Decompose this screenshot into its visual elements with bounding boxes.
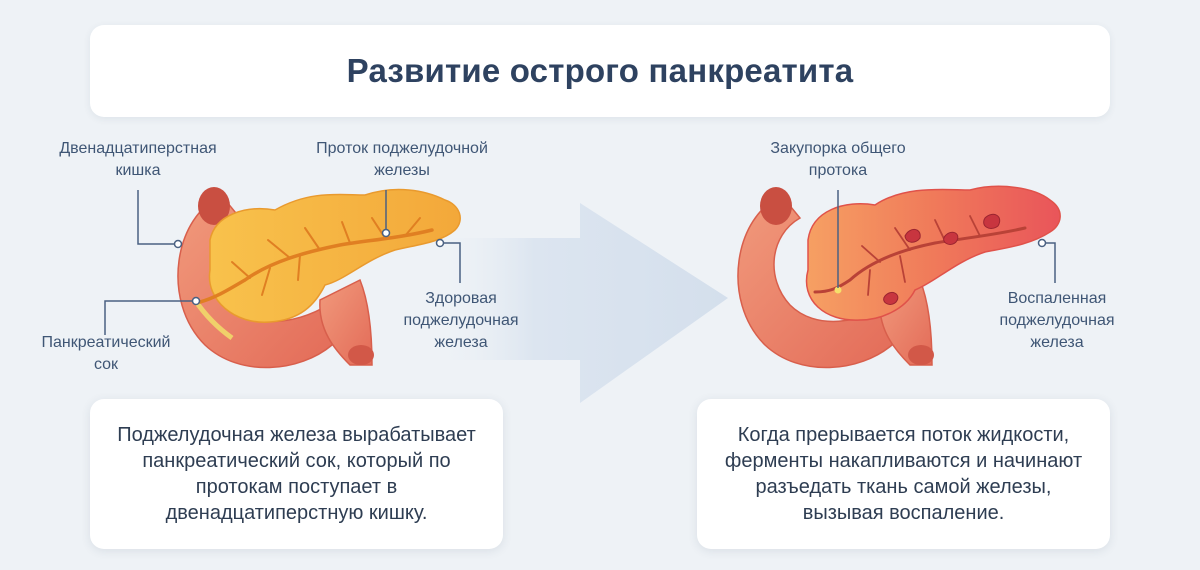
pointer-dot: [1037, 238, 1047, 248]
healthy-pancreas-illustration: [177, 187, 461, 369]
label-duodenum: Двенадцатиперстная кишка: [59, 140, 217, 179]
duodenum-right: [737, 195, 897, 369]
label-pancreatic-duct: Проток поджелудочной железы: [316, 140, 488, 179]
label-pancreatic-juice: Панкреатический сок: [41, 334, 171, 373]
blockage-point: [834, 286, 842, 294]
inflamed-pancreas-illustration: [737, 185, 1061, 369]
label-healthy-gland: Здоровая поджелудочная железа: [403, 290, 519, 351]
pointer-dot: [381, 228, 391, 238]
right-leader-lines: [837, 190, 1056, 288]
progression-arrow: [430, 203, 728, 403]
description-inflamed: Когда прерывается поток жидкости, фермен…: [724, 424, 1083, 524]
description-healthy: Поджелудочная железа вырабатывает панкре…: [117, 424, 476, 524]
healthy-gland: [208, 188, 461, 323]
page-title: Развитие острого панкреатита: [346, 52, 854, 89]
pointer-dot: [435, 238, 445, 248]
duodenum-opening: [198, 187, 230, 225]
label-inflamed-gland: Воспаленная поджелудочная железа: [999, 290, 1115, 351]
description-card-right: Когда прерывается поток жидкости, фермен…: [697, 399, 1110, 549]
pointer-dot: [191, 296, 201, 306]
description-card-left: Поджелудочная железа вырабатывает панкре…: [90, 399, 503, 549]
inflammation-spots: [883, 213, 1001, 305]
pointer-dot: [173, 239, 183, 249]
label-blockage: Закупорка общего протока: [770, 140, 906, 179]
pancreatic-ducts: [198, 217, 434, 304]
left-leader-lines: [104, 190, 461, 335]
title-card: Развитие острого панкреатита: [90, 25, 1110, 117]
